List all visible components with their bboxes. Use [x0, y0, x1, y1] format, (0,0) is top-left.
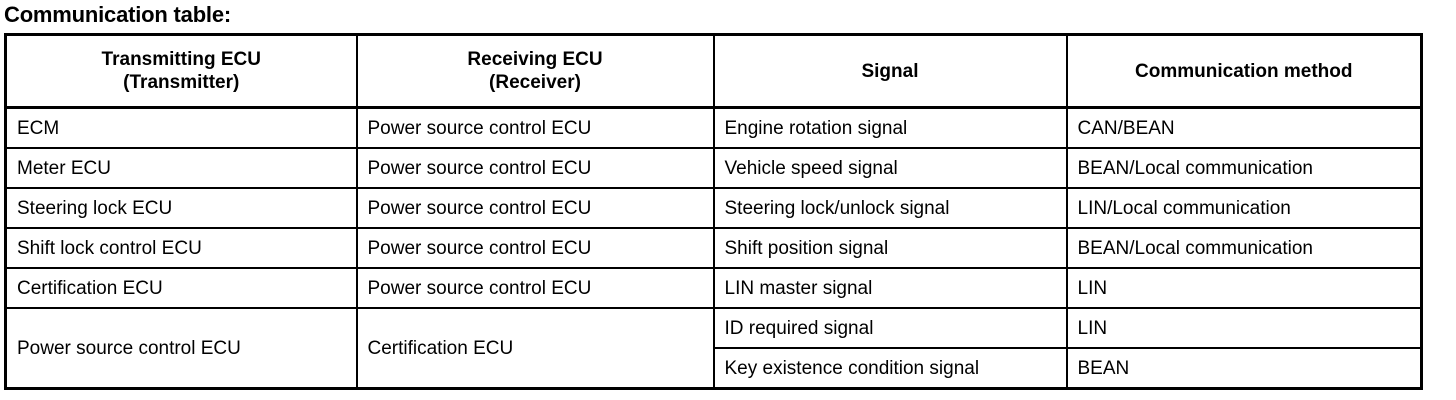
- cell-method: LIN: [1065, 307, 1423, 349]
- table-row: Steering lock ECU Power source control E…: [4, 187, 1423, 229]
- cell-signal: Vehicle speed signal: [712, 147, 1068, 189]
- cell-transmitter: Meter ECU: [4, 147, 358, 189]
- column-header-transmitting-ecu: Transmitting ECU (Transmitter): [4, 33, 358, 109]
- table-row: Shift lock control ECU Power source cont…: [4, 227, 1423, 269]
- column-header-receiving-ecu-line2: (Receiver): [489, 72, 581, 93]
- cell-signal: LIN master signal: [712, 267, 1068, 309]
- column-header-receiving-ecu: Receiving ECU (Receiver): [355, 33, 715, 109]
- table-body: ECM Power source control ECU Engine rota…: [4, 106, 1423, 390]
- cell-receiver: Power source control ECU: [355, 147, 715, 189]
- cell-receiver: Power source control ECU: [355, 187, 715, 229]
- communication-table-container: Transmitting ECU (Transmitter) Receiving…: [4, 33, 1423, 390]
- cell-receiver-merged: Certification ECU: [355, 307, 715, 390]
- cell-signal: Shift position signal: [712, 227, 1068, 269]
- table-row-merged-second: Key existence condition signal BEAN: [6, 347, 1423, 390]
- cell-method: BEAN/Local communication: [1065, 147, 1423, 189]
- cell-transmitter: Steering lock ECU: [4, 187, 358, 229]
- table-row-merged-first: Power source control ECU Certification E…: [4, 307, 1423, 390]
- cell-receiver: Power source control ECU: [355, 106, 715, 149]
- communication-table: Transmitting ECU (Transmitter) Receiving…: [4, 33, 1423, 390]
- page-title: Communication table:: [4, 2, 232, 27]
- cell-receiver: Power source control ECU: [355, 227, 715, 269]
- cell-method: LIN: [1065, 267, 1423, 309]
- cell-transmitter-merged: Power source control ECU: [4, 307, 358, 390]
- column-header-signal: Signal: [712, 33, 1068, 109]
- column-header-communication-method: Communication method: [1065, 33, 1423, 109]
- column-header-transmitting-ecu-line2: (Transmitter): [123, 72, 240, 93]
- cell-signal: ID required signal: [712, 307, 1068, 349]
- cell-transmitter: ECM: [4, 106, 358, 149]
- table-row: Meter ECU Power source control ECU Vehic…: [4, 147, 1423, 189]
- header-row: Transmitting ECU (Transmitter) Receiving…: [4, 33, 1423, 109]
- column-header-transmitting-ecu-line1: Transmitting ECU: [101, 49, 261, 70]
- cell-signal: Key existence condition signal: [712, 347, 1068, 390]
- column-header-communication-method-line1: Communication method: [1135, 60, 1353, 82]
- column-header-signal-line1: Signal: [861, 60, 919, 82]
- cell-method: BEAN: [1065, 347, 1423, 390]
- cell-method: CAN/BEAN: [1065, 106, 1423, 149]
- cell-signal: Steering lock/unlock signal: [712, 187, 1068, 229]
- cell-transmitter: Certification ECU: [4, 267, 358, 309]
- table-header: Transmitting ECU (Transmitter) Receiving…: [4, 33, 1423, 109]
- cell-method: BEAN/Local communication: [1065, 227, 1423, 269]
- table-row: ECM Power source control ECU Engine rota…: [4, 106, 1423, 149]
- cell-method: LIN/Local communication: [1065, 187, 1423, 229]
- cell-receiver: Power source control ECU: [355, 267, 715, 309]
- column-header-receiving-ecu-line1: Receiving ECU: [467, 49, 603, 70]
- table-row: Certification ECU Power source control E…: [4, 267, 1423, 309]
- cell-transmitter: Shift lock control ECU: [4, 227, 358, 269]
- cell-signal: Engine rotation signal: [712, 106, 1068, 149]
